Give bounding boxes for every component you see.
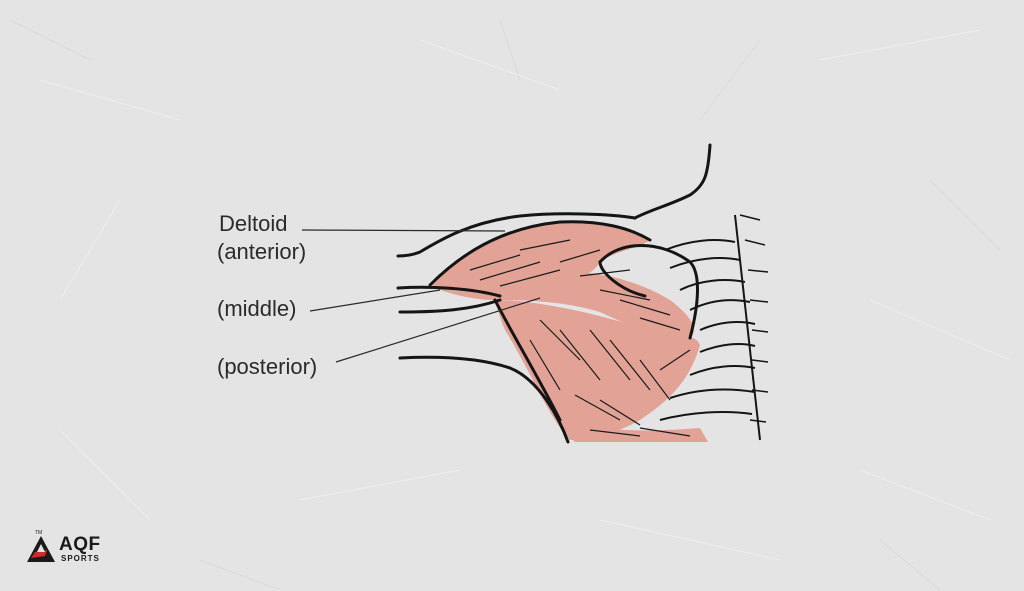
label-middle: (middle)	[217, 296, 297, 321]
muscle-hatching	[469, 239, 691, 437]
label-posterior: (posterior)	[217, 354, 318, 379]
label-deltoid: Deltoid	[219, 211, 288, 236]
leader-lines	[301, 229, 541, 363]
lower-muscle	[560, 420, 708, 442]
deltoid-posterior-muscle	[495, 300, 700, 440]
label-anterior: (anterior)	[217, 239, 307, 264]
deltoid-middle-muscle	[432, 271, 694, 339]
spine	[739, 214, 769, 423]
deltoid-anterior-muscle	[430, 221, 650, 290]
logo-mark-icon	[27, 536, 55, 562]
brand-logo: TM AQF SPORTS	[25, 530, 125, 568]
logo-subtitle: SPORTS	[61, 554, 100, 563]
logo-name: AQF	[59, 534, 101, 555]
leader-line-deltoid	[301, 229, 506, 232]
leader-line-posterior	[335, 297, 541, 363]
leader-line-middle	[309, 289, 441, 312]
rib-cage	[659, 214, 761, 441]
logo-trademark: TM	[35, 530, 43, 536]
